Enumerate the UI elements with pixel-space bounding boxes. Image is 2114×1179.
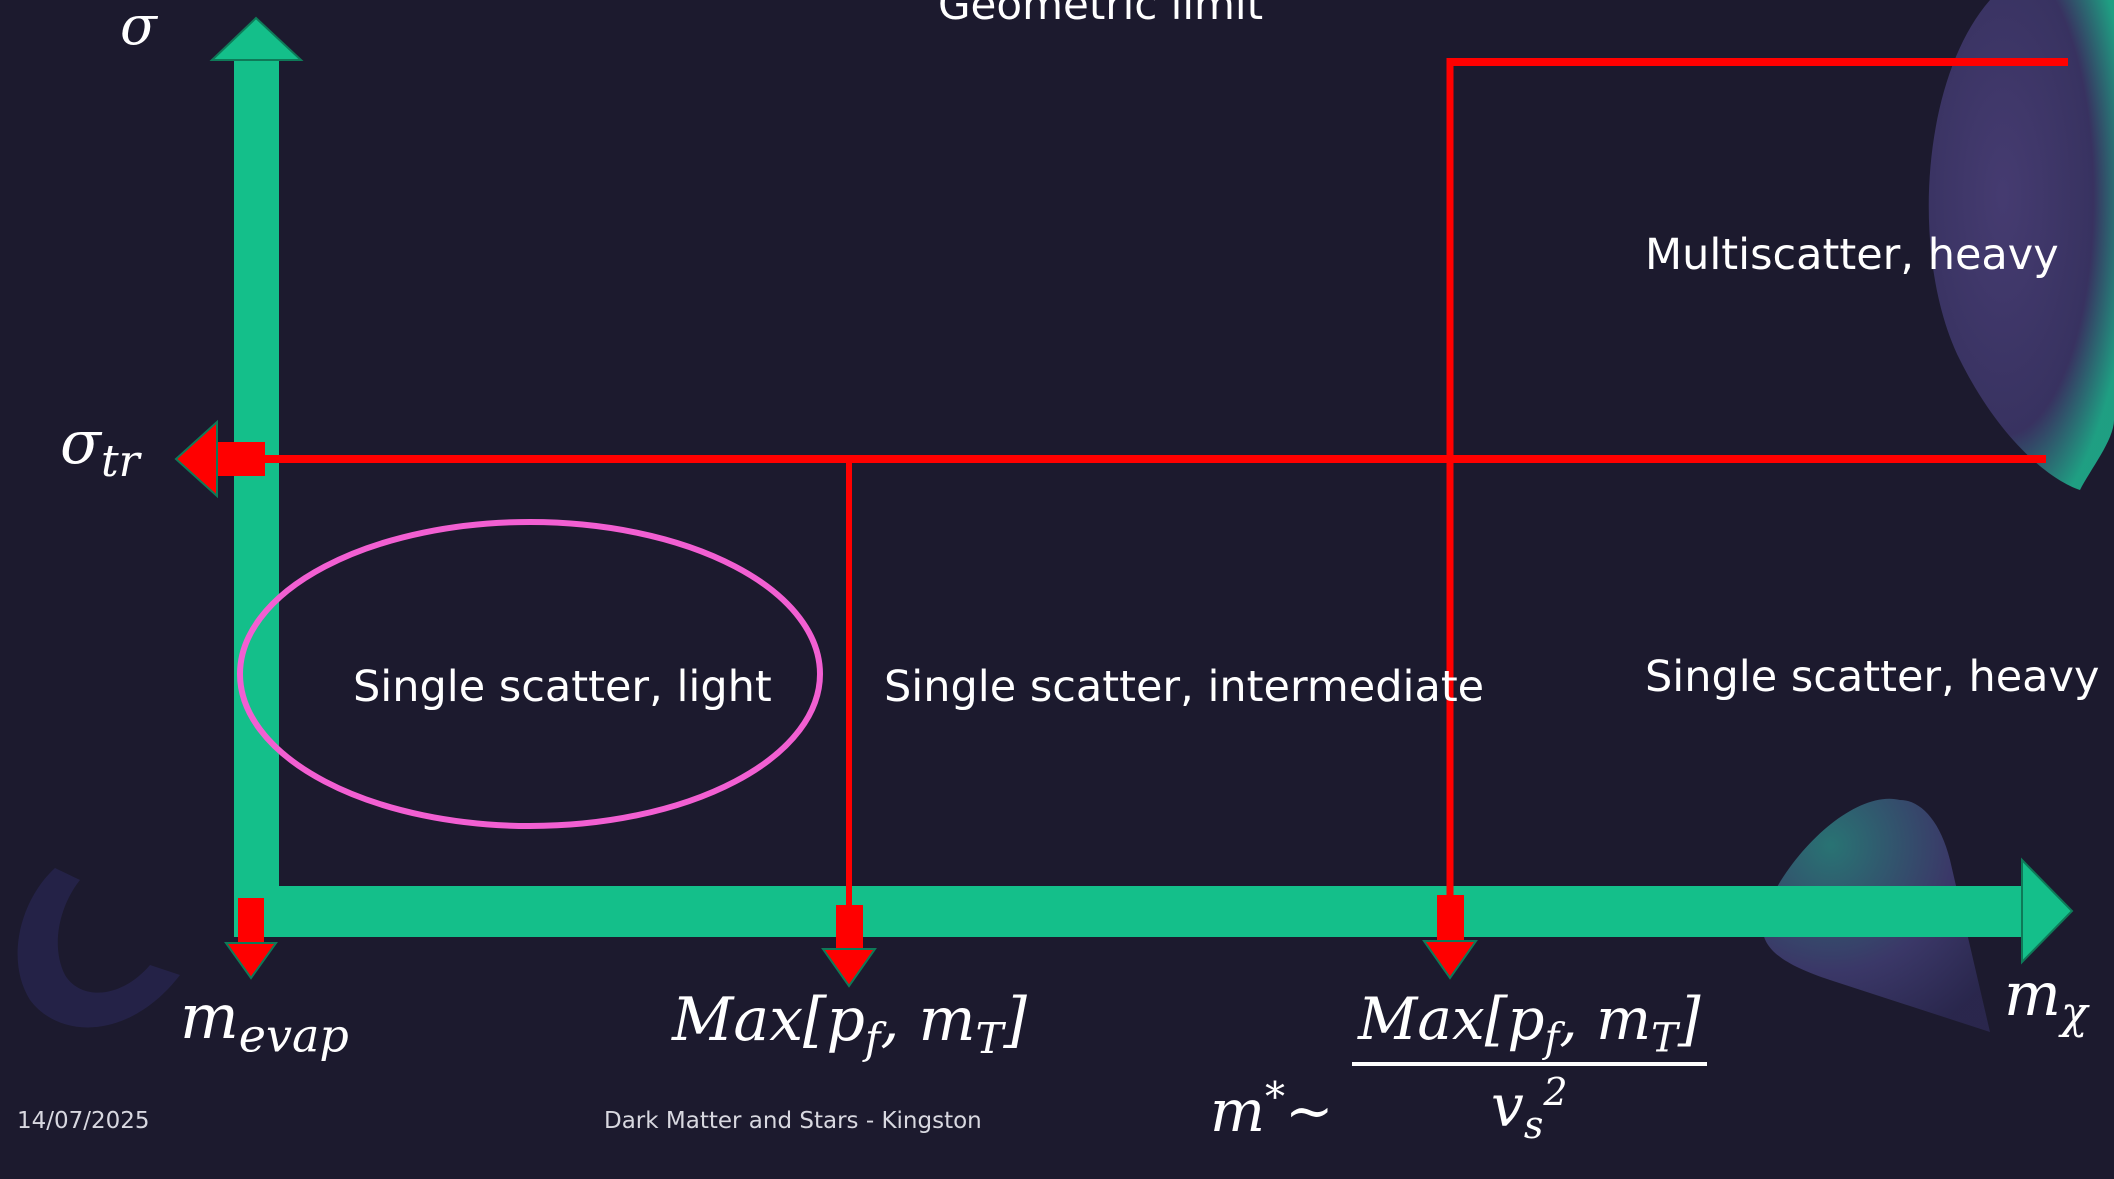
mid-down-arrow xyxy=(821,905,877,988)
m-star-den-sub: s xyxy=(1523,1102,1544,1147)
y-axis-arrowhead xyxy=(209,16,304,61)
decorative-blob-top-right xyxy=(1928,0,2114,490)
m-star-label: m*~ Max[pf, mT] vs2 xyxy=(1210,985,1707,1147)
threshold-label-base: σ xyxy=(60,408,101,478)
m-star-lhs: m*~ xyxy=(1210,1074,1352,1145)
region-multiscatter-heavy: Multiscatter, heavy xyxy=(1645,230,2059,280)
mid-mark-label: Max[pf, mT] xyxy=(672,985,1027,1063)
x-axis-shaft xyxy=(234,886,2024,937)
mid-mark-mid: , m xyxy=(880,985,976,1055)
x-axis-label-base: m xyxy=(2004,960,2061,1030)
geometric-limit-title: Geometric limit xyxy=(938,0,1264,29)
m-star-num-pre: Max[p xyxy=(1358,985,1545,1053)
y-axis-label: σ xyxy=(120,0,157,57)
region-single-scatter-intermediate: Single scatter, intermediate xyxy=(884,662,1485,712)
threshold-label-sub: tr xyxy=(100,436,140,487)
threshold-arrow-shaft xyxy=(215,442,265,476)
mid-mark-sub-f: f xyxy=(864,1014,881,1063)
y-axis-shaft xyxy=(234,57,279,937)
mid-mark-pre: Max[p xyxy=(672,985,865,1055)
x-axis-label-sub: χ xyxy=(2060,988,2088,1039)
m-star-numerator: Max[pf, mT] xyxy=(1352,985,1707,1066)
decorative-ring-bottom-left xyxy=(17,868,181,1028)
m-evap-base: m xyxy=(180,980,239,1053)
m-star-tilde: ~ xyxy=(1285,1076,1334,1145)
mid-mark-sub-T: T xyxy=(975,1014,1004,1063)
x-axis-arrowhead xyxy=(2021,857,2074,965)
region-single-scatter-light: Single scatter, light xyxy=(353,662,772,712)
mid-mark-post: ] xyxy=(1003,985,1027,1055)
m-star-num-sub-T: T xyxy=(1651,1015,1678,1062)
threshold-label: σtr xyxy=(60,408,140,487)
m-star-den-base: v xyxy=(1491,1070,1524,1139)
m-star-num-mid: , m xyxy=(1559,985,1652,1053)
m-evap-down-arrow xyxy=(224,898,278,980)
m-star-denominator: vs2 xyxy=(1491,1066,1567,1147)
highlight-ellipse-single-light xyxy=(237,519,823,829)
footer-title: Dark Matter and Stars - Kingston xyxy=(604,1108,982,1134)
m-star-num-sub-f: f xyxy=(1544,1015,1560,1062)
x-axis-label: mχ xyxy=(2004,960,2088,1039)
threshold-arrow-head xyxy=(174,419,218,499)
m-evap-label: mevap xyxy=(180,980,349,1062)
m-star-lhs-sup: * xyxy=(1265,1074,1285,1121)
footer-date: 14/07/2025 xyxy=(17,1108,150,1134)
m-star-lhs-base: m xyxy=(1210,1076,1265,1145)
mstar-down-arrow xyxy=(1422,895,1478,980)
m-star-num-post: ] xyxy=(1677,985,1701,1053)
m-evap-sub: evap xyxy=(238,1008,349,1063)
region-single-scatter-heavy: Single scatter, heavy xyxy=(1645,652,2100,702)
m-star-den-sup: 2 xyxy=(1543,1069,1568,1114)
m-star-fraction: Max[pf, mT] vs2 xyxy=(1352,985,1707,1147)
